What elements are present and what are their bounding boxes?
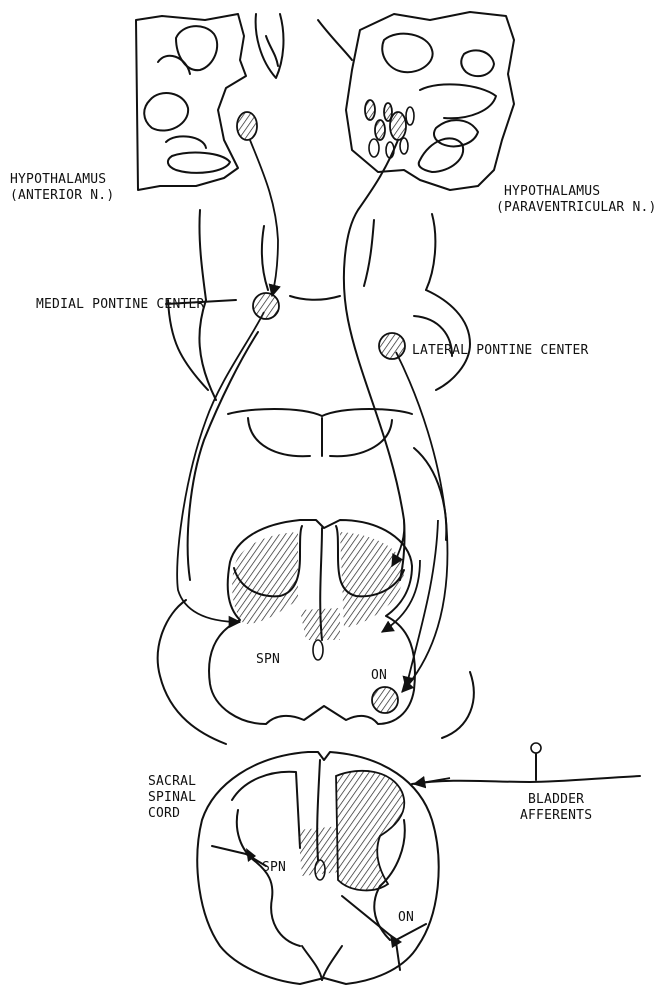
lateral-pontine-center-node: [379, 333, 405, 359]
pathways: [177, 140, 640, 784]
hypothalamus-right-section: [318, 12, 514, 190]
label-sacral-line3: CORD: [148, 806, 180, 822]
label-on-lower: ON: [398, 910, 414, 926]
label-medial-pontine-center: MEDIAL PONTINE CENTER: [36, 297, 205, 313]
anterior-nucleus: [237, 112, 257, 140]
label-spn-lower: SPN: [262, 860, 286, 876]
label-hypothalamus-anterior-line1: HYPOTHALAMUS: [10, 172, 106, 188]
sacral-spinal-cord: [197, 752, 438, 984]
paraventricular-nucleus: [390, 112, 406, 140]
label-hypothalamus-paraventricular-line2: (PARAVENTRICULAR N.): [496, 200, 657, 216]
label-hypothalamus-paraventricular-line1: HYPOTHALAMUS: [504, 184, 600, 200]
label-lateral-pontine-center: LATERAL PONTINE CENTER: [412, 343, 589, 359]
brainstem-outline: [158, 210, 474, 744]
label-sacral-line2: SPINAL: [148, 790, 196, 806]
label-spn-upper: SPN: [256, 652, 280, 668]
label-sacral-line1: SACRAL: [148, 774, 196, 790]
bladder-receptor: [531, 743, 541, 753]
label-on-upper: ON: [371, 668, 387, 684]
hypothalamus-left-section: [136, 14, 283, 190]
onuf-nucleus-upper: [372, 687, 398, 713]
label-hypothalamus-anterior-line2: (ANTERIOR N.): [10, 188, 114, 204]
medial-pontine-center-node: [253, 293, 279, 319]
label-bladder-afferents-line2: AFFERENTS: [520, 808, 592, 824]
label-bladder-afferents-line1: BLADDER: [528, 792, 584, 808]
sacral-dorsal-horn: [336, 771, 404, 891]
